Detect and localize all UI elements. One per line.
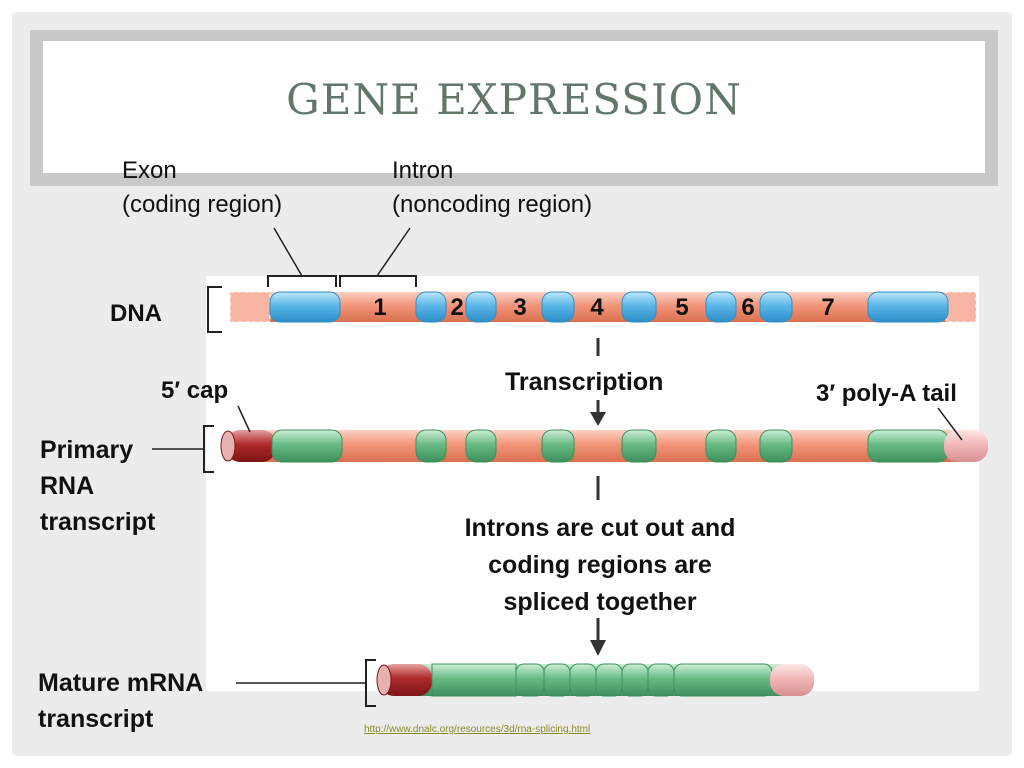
intron-number-2: 2 bbox=[450, 294, 464, 321]
mature-mrna-label: Mature mRNA transcript bbox=[38, 665, 203, 737]
mature-exon bbox=[543, 663, 571, 697]
intron-label-line2: (noncoding region) bbox=[392, 191, 593, 218]
primary-exon bbox=[759, 429, 793, 463]
primary-rna-label: Primary RNA transcript bbox=[40, 432, 155, 540]
intron-number-3: 3 bbox=[513, 294, 527, 321]
primary-exon bbox=[867, 429, 949, 463]
primary-5-cap bbox=[226, 430, 276, 462]
splicing-arrow bbox=[590, 476, 606, 656]
mature-exon bbox=[431, 663, 517, 697]
figure-background bbox=[206, 276, 979, 691]
primary-end-cap bbox=[220, 430, 236, 462]
intron-label: Intron (noncoding region) bbox=[392, 154, 592, 222]
splicing-label-line1: Introns are cut out and bbox=[464, 514, 736, 542]
dna-exon bbox=[541, 291, 575, 323]
primary-rna-strand bbox=[220, 429, 988, 463]
title-box: GENE EXPRESSION bbox=[43, 41, 985, 173]
mature-end-cap bbox=[376, 664, 392, 696]
dna-exon bbox=[867, 291, 949, 323]
mature-label-line1: Mature mRNA bbox=[38, 669, 204, 697]
dna-exon bbox=[621, 291, 657, 323]
intron-number-1: 1 bbox=[373, 294, 387, 321]
source-link[interactable]: http://www.dnalc.org/resources/3d/rna-sp… bbox=[364, 724, 591, 735]
intron-bracket bbox=[339, 275, 417, 287]
transcription-arrow bbox=[590, 338, 606, 426]
mature-exon bbox=[647, 663, 675, 697]
exon-label: Exon (coding region) bbox=[122, 154, 282, 222]
mature-mrna-strand bbox=[376, 663, 814, 697]
slide-title: GENE EXPRESSION bbox=[286, 75, 742, 124]
primary-bracket bbox=[203, 425, 214, 473]
intron-number-6: 6 bbox=[741, 294, 755, 321]
dna-label: DNA bbox=[110, 300, 162, 327]
dna-exon bbox=[269, 291, 341, 323]
polya-label: 3′ poly-A tail bbox=[816, 380, 957, 407]
exon-label-line2: (coding region) bbox=[122, 191, 283, 218]
cap-pointer bbox=[237, 405, 251, 433]
splicing-label-line2: coding regions are bbox=[488, 551, 712, 579]
dna-exon bbox=[415, 291, 447, 323]
exon-pointer bbox=[273, 227, 303, 277]
mature-exon bbox=[621, 663, 649, 697]
dna-exon bbox=[705, 291, 737, 323]
transcription-label: Transcription bbox=[505, 368, 664, 396]
primary-label-line3: transcript bbox=[40, 508, 156, 536]
mature-exon bbox=[515, 663, 545, 697]
dna-backbone bbox=[230, 292, 976, 322]
title-frame: GENE EXPRESSION bbox=[30, 30, 998, 186]
splicing-label-line3: spliced together bbox=[503, 588, 697, 616]
primary-poly-a-tail bbox=[944, 430, 988, 462]
polya-pointer bbox=[937, 407, 963, 441]
mature-bracket bbox=[365, 659, 376, 707]
dna-bracket bbox=[207, 286, 222, 333]
primary-exon bbox=[415, 429, 447, 463]
exon-label-line1: Exon bbox=[122, 157, 177, 184]
intron-label-line1: Intron bbox=[392, 157, 454, 184]
mature-exon bbox=[595, 663, 623, 697]
dna-left-end bbox=[229, 291, 271, 323]
primary-exon bbox=[621, 429, 657, 463]
primary-exon bbox=[271, 429, 343, 463]
intron-pointer bbox=[376, 227, 411, 277]
primary-exon bbox=[541, 429, 575, 463]
intron-number-4: 4 bbox=[590, 294, 604, 321]
mature-exon bbox=[673, 663, 773, 697]
dna-right-end bbox=[945, 291, 977, 323]
intron-number-5: 5 bbox=[675, 294, 689, 321]
mature-label-line2: transcript bbox=[38, 705, 154, 733]
primary-label-line2: RNA bbox=[40, 472, 95, 500]
mature-poly-a-tail bbox=[770, 664, 814, 696]
intron-number-7: 7 bbox=[821, 294, 835, 321]
cap-label: 5′ cap bbox=[161, 377, 229, 404]
primary-exon bbox=[465, 429, 497, 463]
dna-exon bbox=[465, 291, 497, 323]
mature-exon bbox=[569, 663, 597, 697]
primary-exon bbox=[705, 429, 737, 463]
mature-5-cap bbox=[380, 664, 432, 696]
splicing-label: Introns are cut out and coding regions a… bbox=[420, 510, 780, 621]
exon-bracket bbox=[267, 275, 337, 287]
dna-strand bbox=[229, 291, 977, 323]
primary-label-line1: Primary bbox=[40, 436, 134, 464]
dna-exon bbox=[759, 291, 793, 323]
